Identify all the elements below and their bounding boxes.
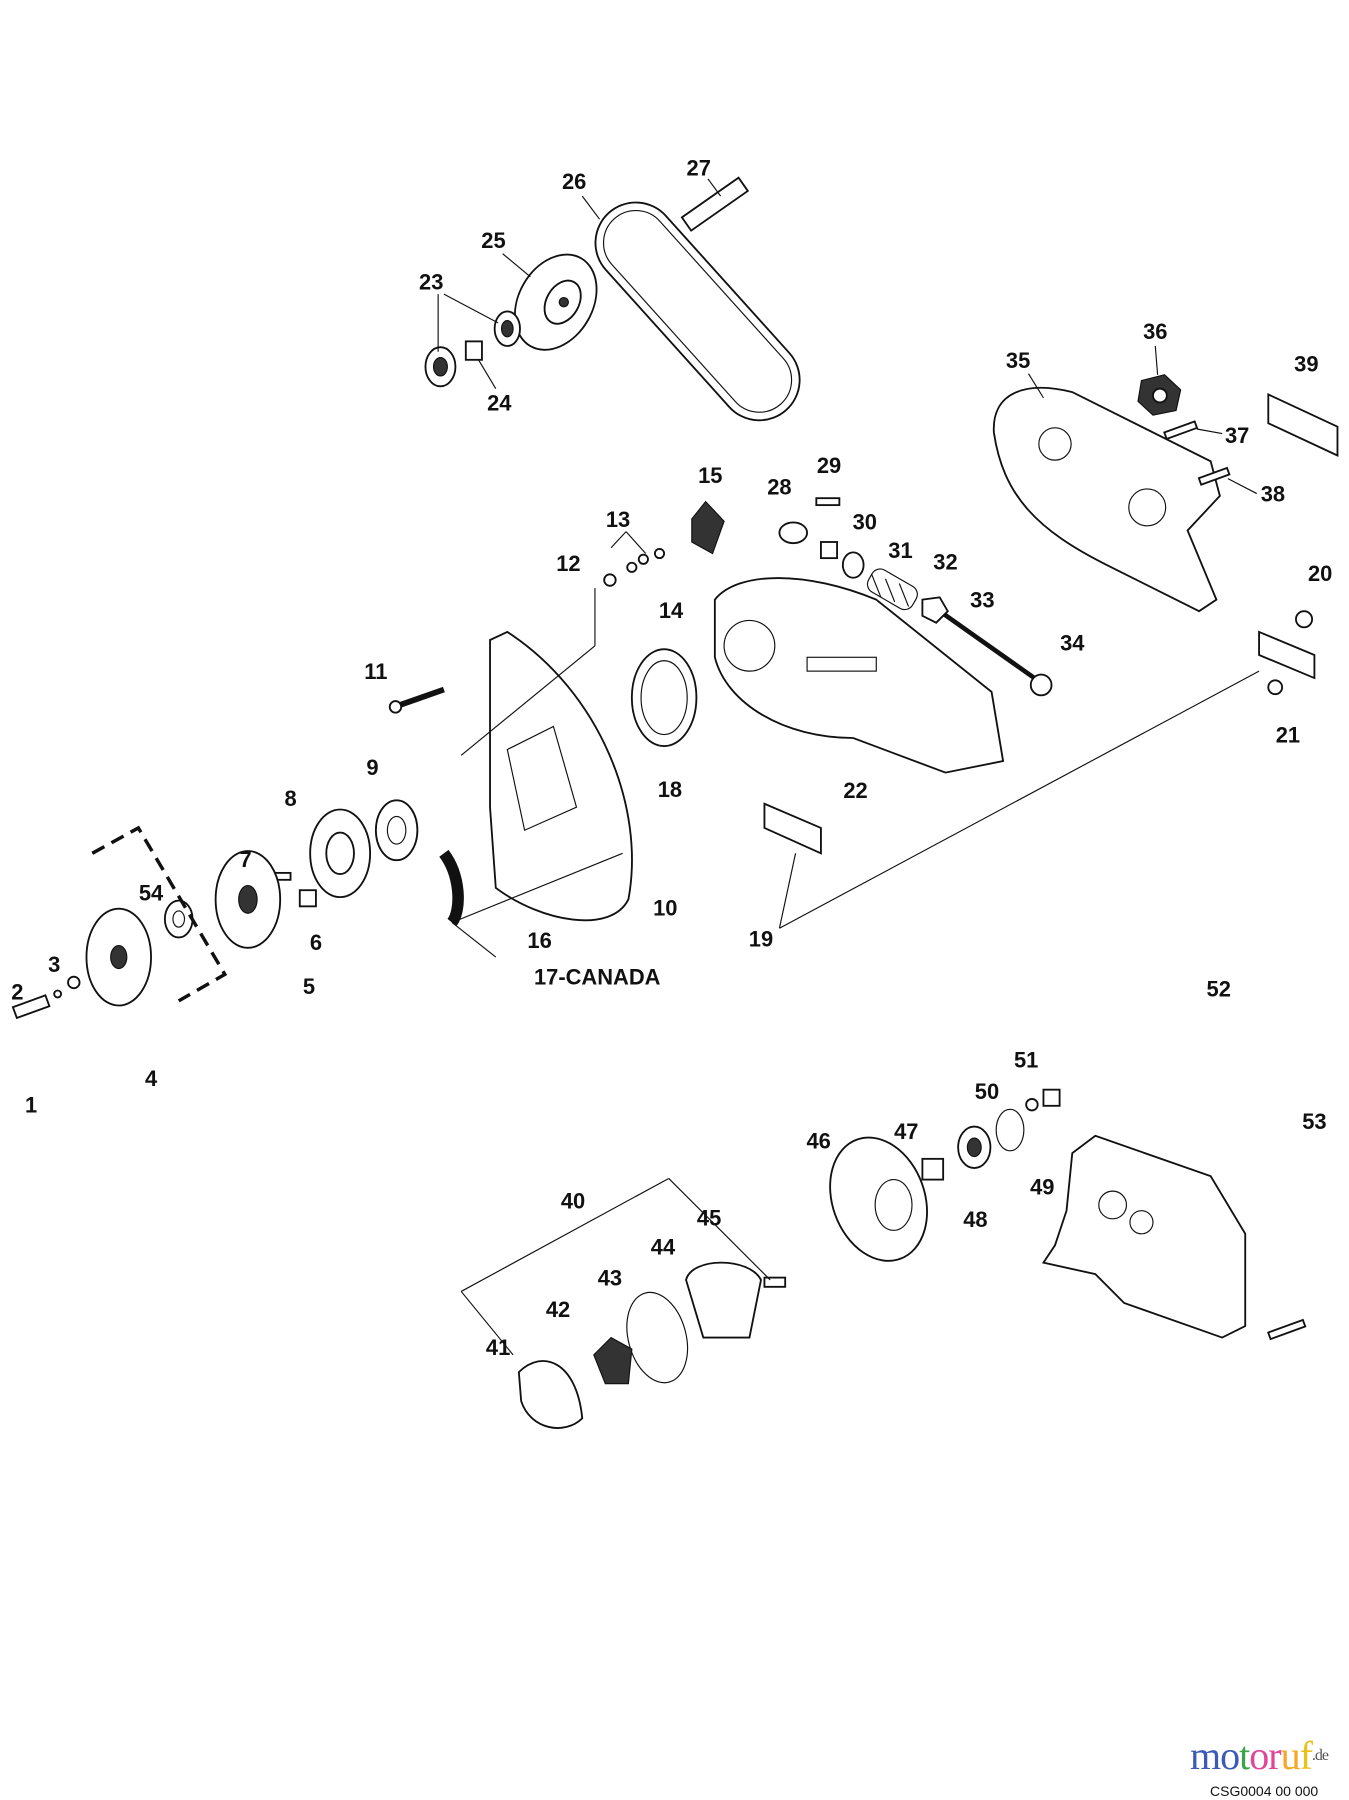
- label-31: 31: [888, 538, 912, 563]
- label-43: 43: [598, 1266, 622, 1291]
- leader-lines: [437, 178, 1260, 1356]
- label-5: 5: [303, 974, 315, 999]
- label-20: 20: [1308, 561, 1332, 586]
- label-21: 21: [1276, 723, 1300, 748]
- label-2: 2: [11, 980, 23, 1005]
- label-19: 19: [749, 927, 773, 952]
- label-46: 46: [806, 1128, 830, 1153]
- label-33: 33: [970, 588, 994, 613]
- label-50: 50: [975, 1079, 999, 1104]
- washer-part: [630, 648, 698, 747]
- blade-guard-part: [439, 630, 633, 927]
- label-44: 44: [651, 1235, 676, 1260]
- watermark-letter: o: [1220, 1733, 1240, 1778]
- small-parts: [603, 497, 1316, 855]
- bolt-part: [1163, 420, 1231, 486]
- watermark-letter: f: [1299, 1733, 1313, 1778]
- label-7: 7: [239, 847, 251, 872]
- label-14: 14: [659, 598, 684, 623]
- label-10: 10: [653, 896, 677, 921]
- label-36: 36: [1143, 319, 1167, 344]
- label-34: 34: [1060, 630, 1085, 655]
- label-51: 51: [1014, 1048, 1038, 1073]
- shaft-part: [680, 176, 750, 232]
- label-37: 37: [1225, 423, 1249, 448]
- label-9: 9: [366, 755, 378, 780]
- label-18: 18: [658, 777, 682, 802]
- label-24: 24: [487, 391, 512, 416]
- label-45: 45: [697, 1206, 721, 1231]
- label-11: 11: [364, 659, 387, 684]
- label-48: 48: [963, 1207, 987, 1232]
- watermark-letter: r: [1268, 1733, 1281, 1778]
- watermark-letter: o: [1249, 1733, 1269, 1778]
- label-13: 13: [606, 507, 630, 532]
- label-12: 12: [556, 551, 580, 576]
- label-38: 38: [1261, 482, 1285, 507]
- label-29: 29: [817, 453, 841, 478]
- label-49: 49: [1030, 1175, 1054, 1200]
- label-3: 3: [48, 952, 60, 977]
- watermark-logo: motoruf.de: [1190, 1733, 1329, 1780]
- drawing-code: CSG0004 00 000: [1210, 1783, 1319, 1799]
- label-1: 1: [25, 1093, 37, 1118]
- label-17-canada: 17-CANADA: [534, 965, 661, 990]
- bolt-part-11: [388, 686, 445, 714]
- watermark-letter: t: [1239, 1733, 1250, 1778]
- label-16: 16: [527, 928, 551, 953]
- clutch-cover-part: [1041, 1134, 1307, 1341]
- watermark-letter: u: [1280, 1733, 1301, 1778]
- label-40: 40: [561, 1188, 585, 1213]
- belt-cover-part: [992, 386, 1221, 613]
- label-35: 35: [1006, 348, 1030, 373]
- label-26: 26: [562, 169, 586, 194]
- label-39: 39: [1294, 351, 1318, 376]
- label-27: 27: [687, 155, 711, 180]
- label-30: 30: [853, 509, 877, 534]
- label-54: 54: [139, 881, 164, 906]
- label-8: 8: [284, 786, 296, 811]
- spring-part: [866, 568, 918, 611]
- pulley-part: [514, 253, 598, 351]
- watermark-text: motoruf: [1190, 1733, 1313, 1778]
- label-41: 41: [486, 1335, 510, 1360]
- cutting-arm-part: [713, 577, 1005, 774]
- decal-part: [1267, 392, 1339, 457]
- watermark-suffix: .de: [1311, 1747, 1329, 1764]
- label-28: 28: [767, 475, 791, 500]
- label-53: 53: [1302, 1109, 1326, 1134]
- label-23: 23: [419, 269, 443, 294]
- label-47: 47: [894, 1119, 918, 1144]
- label-25: 25: [481, 228, 505, 253]
- label-32: 32: [933, 550, 957, 575]
- drive-belt: [594, 201, 801, 422]
- nut-part: [1137, 374, 1182, 416]
- label-22: 22: [843, 778, 867, 803]
- label-6: 6: [310, 930, 322, 955]
- watermark-letter: m: [1190, 1733, 1221, 1778]
- bearing-part: [424, 310, 521, 388]
- tensioner-bolt-part: [921, 596, 1053, 697]
- label-52: 52: [1207, 976, 1231, 1001]
- label-42: 42: [546, 1297, 570, 1322]
- clutch-parts: [517, 1261, 787, 1429]
- flange-parts: [11, 799, 419, 1020]
- part-number-labels: 1 2 3 4 5 6 7 8 9 10 11 12 13 14 15 16 1…: [11, 155, 1332, 1360]
- label-15: 15: [698, 463, 722, 488]
- clutch-drum-part: [829, 1088, 1061, 1262]
- label-4: 4: [145, 1066, 158, 1091]
